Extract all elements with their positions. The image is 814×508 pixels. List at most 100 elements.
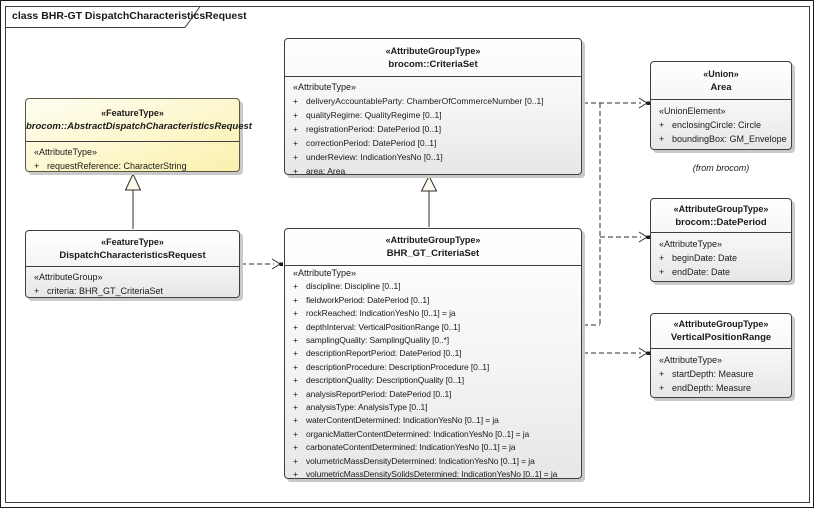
- attribute-text: waterContentDetermined: IndicationYesNo …: [306, 415, 499, 426]
- attribute-text: endDate: Date: [672, 267, 731, 277]
- attribute-row: + endDate: Date: [657, 265, 785, 279]
- attribute-row: + underReview: IndicationYesNo [0..1]: [291, 150, 575, 164]
- compartment-label: «AttributeType»: [659, 355, 723, 365]
- visibility-public: +: [293, 138, 298, 148]
- attribute-row: +registrationPeriod: DatePeriod [0..1]: [291, 122, 575, 136]
- attribute-row: + descriptionReportPeriod: DatePeriod [0.…: [291, 347, 575, 360]
- attribute-row: + endDepth: Measure: [657, 381, 785, 395]
- compartment-label: «AttributeGroup»: [34, 272, 103, 282]
- dependency-dispatch-to-bhrgt: [241, 258, 283, 270]
- class-stereotype: «FeatureType»: [101, 108, 164, 118]
- visibility-public: +: [293, 388, 298, 399]
- class-stereotype: «AttributeGroupType»: [385, 45, 481, 56]
- visibility-public: +: [293, 281, 298, 292]
- attribute-text: startDepth: Measure: [672, 369, 754, 379]
- class-name: Area: [710, 81, 732, 93]
- attribute-row: + descriptionQuality: DescriptionQuality …: [291, 374, 575, 387]
- attribute-row: +samplingQuality: SamplingQuality [0..*]: [291, 334, 575, 347]
- attribute-text: correctionPeriod: DatePeriod [0..1]: [306, 138, 437, 148]
- attribute-text: descriptionQuality: DescriptionQuality […: [306, 375, 465, 386]
- attribute-row: +carbonateContentDetermined: IndicationY…: [291, 441, 575, 454]
- area-origin-note: (from brocom): [692, 163, 750, 173]
- attribute-row: + fieldworkPeriod: DatePeriod [0..1]: [291, 294, 575, 307]
- attribute-text: fieldworkPeriod: DatePeriod [0..1]: [306, 294, 430, 305]
- compartment-label: «UnionElement»: [659, 106, 726, 116]
- class-box-area[interactable]: «Union» Area «UnionElement» + enclosingCi…: [650, 61, 792, 150]
- attribute-text: volumetricMassDensitySolidsDetermined: I…: [306, 469, 558, 478]
- visibility-public: +: [293, 152, 298, 162]
- visibility-public: +: [659, 253, 665, 263]
- visibility-public: +: [293, 308, 298, 319]
- visibility-public: +: [659, 383, 665, 393]
- attribute-row: + enclosingCircle: Circle: [657, 118, 785, 132]
- visibility-public: +: [293, 96, 298, 106]
- attribute-row: + deliveryAccountableParty: ChamberOfComm…: [291, 94, 575, 108]
- class-name: VerticalPositionRange: [670, 332, 772, 343]
- attribute-text: descriptionProcedure: DescriptionProcedu…: [306, 361, 490, 372]
- attribute-text: underReview: IndicationYesNo [0..1]: [306, 152, 443, 162]
- attribute-text: analysisType: AnalysisType [0..1]: [306, 402, 428, 413]
- visibility-public: +: [293, 442, 298, 453]
- visibility-public: +: [34, 161, 40, 171]
- visibility-public: +: [659, 120, 665, 130]
- visibility-public: +: [293, 428, 298, 439]
- compartment-label: «AttributeType»: [34, 147, 98, 157]
- dependency-criteriaset-to-area: [583, 97, 650, 109]
- attribute-text: endDepth: Measure: [672, 383, 752, 393]
- class-box-abstract-dispatch-characteristics-request[interactable]: «FeatureType» brocom::AbstractDispatchCh…: [25, 98, 252, 172]
- title-tab-shape: [5, 6, 201, 28]
- attribute-text: discipline: Discipline [0..1]: [306, 281, 401, 292]
- class-box-vertical-position-range[interactable]: «AttributeGroupType» VerticalPositionRan…: [650, 313, 792, 398]
- attribute-row: +volumetricMassDensityDetermined: Indica…: [291, 455, 575, 468]
- attribute-text: organicMatterContentDetermined: Indicati…: [306, 428, 530, 439]
- visibility-public: +: [34, 286, 40, 296]
- visibility-public: +: [659, 134, 665, 144]
- visibility-public: +: [293, 402, 298, 413]
- visibility-public: +: [659, 267, 665, 277]
- attribute-text: registrationPeriod: DatePeriod [0..1]: [306, 124, 442, 134]
- visibility-public: +: [659, 369, 665, 379]
- class-box-brocom-criteria-set[interactable]: «AttributeGroupType» brocom::CriteriaSet…: [284, 38, 582, 175]
- visibility-public: +: [293, 321, 298, 332]
- compartment-label: «AttributeType»: [293, 82, 357, 92]
- attribute-row: + beginDate: Date: [657, 251, 785, 265]
- attribute-text: deliveryAccountableParty: ChamberOfComme…: [306, 96, 544, 106]
- attribute-row: + depthInterval: VerticalPositionRange [0…: [291, 321, 575, 334]
- visibility-public: +: [293, 348, 298, 359]
- attribute-text: descriptionReportPeriod: DatePeriod [0..…: [306, 348, 462, 359]
- attribute-text: enclosingCircle: Circle: [672, 120, 762, 130]
- class-stereotype: «AttributeGroupType»: [673, 203, 769, 214]
- generalization-bhrgt-to-criteriaset: [420, 174, 438, 227]
- visibility-public: +: [293, 294, 298, 305]
- class-box-bhr-gt-criteria-set[interactable]: «AttributeGroupType» BHR_GT_CriteriaSet …: [284, 228, 582, 479]
- attribute-text: qualityRegime: QualityRegime [0..1]: [306, 110, 442, 120]
- attribute-row: + requestReference: CharacterString: [32, 159, 233, 171]
- attribute-row: + analysisType: AnalysisType [0..1]: [291, 401, 575, 414]
- attribute-text: depthInterval: VerticalPositionRange [0.…: [306, 321, 460, 332]
- attribute-row: + criteria: BHR_GT_CriteriaSet: [32, 284, 233, 297]
- class-stereotype: «Union»: [703, 68, 739, 79]
- attribute-row: + correctionPeriod: DatePeriod [0..1]: [291, 136, 575, 150]
- class-name: brocom::CriteriaSet: [388, 58, 478, 70]
- class-name: brocom::AbstractDispatchCharacteristicsR…: [26, 121, 252, 132]
- attribute-row: +descriptionProcedure: DescriptionProced…: [291, 361, 575, 374]
- class-stereotype: «FeatureType»: [101, 236, 164, 247]
- attribute-text: volumetricMassDensityDetermined: Indicat…: [306, 455, 535, 466]
- attribute-text: beginDate: Date: [672, 253, 738, 263]
- attribute-row: +analysisReportPeriod: DatePeriod [0..1]: [291, 388, 575, 401]
- visibility-public: +: [293, 375, 298, 386]
- attribute-row: +boundingBox: GM_Envelope: [657, 132, 787, 146]
- attribute-row: +rockReached: IndicationYesNo [0..1] = j…: [291, 307, 575, 320]
- attribute-row: +area: Area: [291, 164, 575, 174]
- visibility-public: +: [293, 110, 298, 120]
- attribute-row: +volumetricMassDensitySolidsDetermined: …: [291, 468, 575, 478]
- attribute-text: samplingQuality: SamplingQuality [0..*]: [306, 335, 450, 346]
- class-box-dispatch-characteristics-request[interactable]: «FeatureType» DispatchCharacteristicsReq…: [25, 230, 240, 298]
- attribute-text: criteria: BHR_GT_CriteriaSet: [47, 286, 164, 296]
- dependency-to-dateperiod: [583, 103, 650, 326]
- compartment-label: «AttributeType»: [293, 268, 357, 278]
- class-box-brocom-date-period[interactable]: «AttributeGroupType» brocom::DatePeriod …: [650, 198, 792, 282]
- dependency-bhrgt-to-verticalpositionrange: [583, 347, 650, 359]
- diagram-title: class BHR-GT DispatchCharacteristicsRequ…: [12, 10, 247, 22]
